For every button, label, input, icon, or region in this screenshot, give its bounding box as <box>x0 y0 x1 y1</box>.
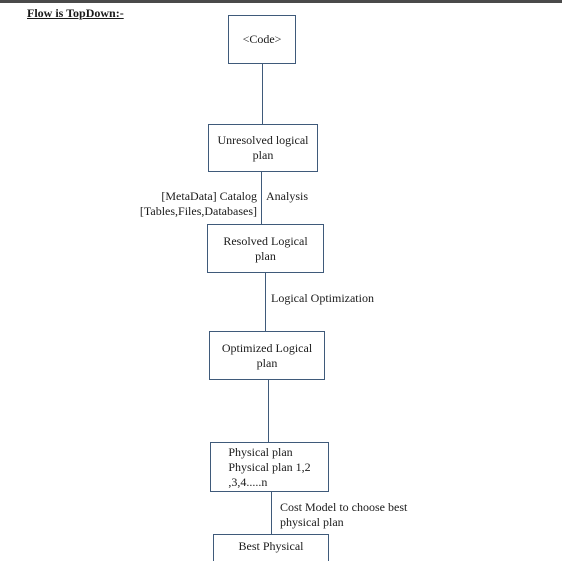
connector-code-unresolved <box>262 64 263 124</box>
node-code: <Code> <box>228 15 296 64</box>
node-code-label: <Code> <box>242 32 282 46</box>
node-unresolved-label: Unresolved logical plan <box>217 133 309 162</box>
node-physical-label: Physical plan Physical plan 1,2 ,3,4....… <box>228 444 311 489</box>
edge-label-analysis: Analysis <box>266 189 308 203</box>
connector-unresolved-resolved <box>261 172 262 224</box>
connector-resolved-optimized <box>265 273 266 331</box>
connector-physical-best <box>271 492 272 534</box>
flow-heading: Flow is TopDown:- <box>27 6 124 20</box>
node-optimized-logical-plan: Optimized Logical plan <box>209 331 325 380</box>
node-best-label: Best Physical <box>238 539 304 553</box>
connector-optimized-physical <box>268 380 269 442</box>
node-optimized-label: Optimized Logical plan <box>221 340 313 370</box>
node-best-physical: Best Physical <box>213 534 329 561</box>
node-resolved-logical-plan: Resolved Logical plan <box>207 224 324 273</box>
top-rule <box>0 0 562 3</box>
node-unresolved-logical-plan: Unresolved logical plan <box>208 124 318 172</box>
edge-label-cost-model: Cost Model to choose best physical plan <box>280 500 408 529</box>
edge-label-catalog: [MetaData] Catalog [Tables,Files,Databas… <box>139 189 257 218</box>
node-physical-plan: Physical plan Physical plan 1,2 ,3,4....… <box>210 442 329 492</box>
edge-label-logical-optimization: Logical Optimization <box>271 291 374 305</box>
node-resolved-label: Resolved Logical plan <box>223 233 308 263</box>
